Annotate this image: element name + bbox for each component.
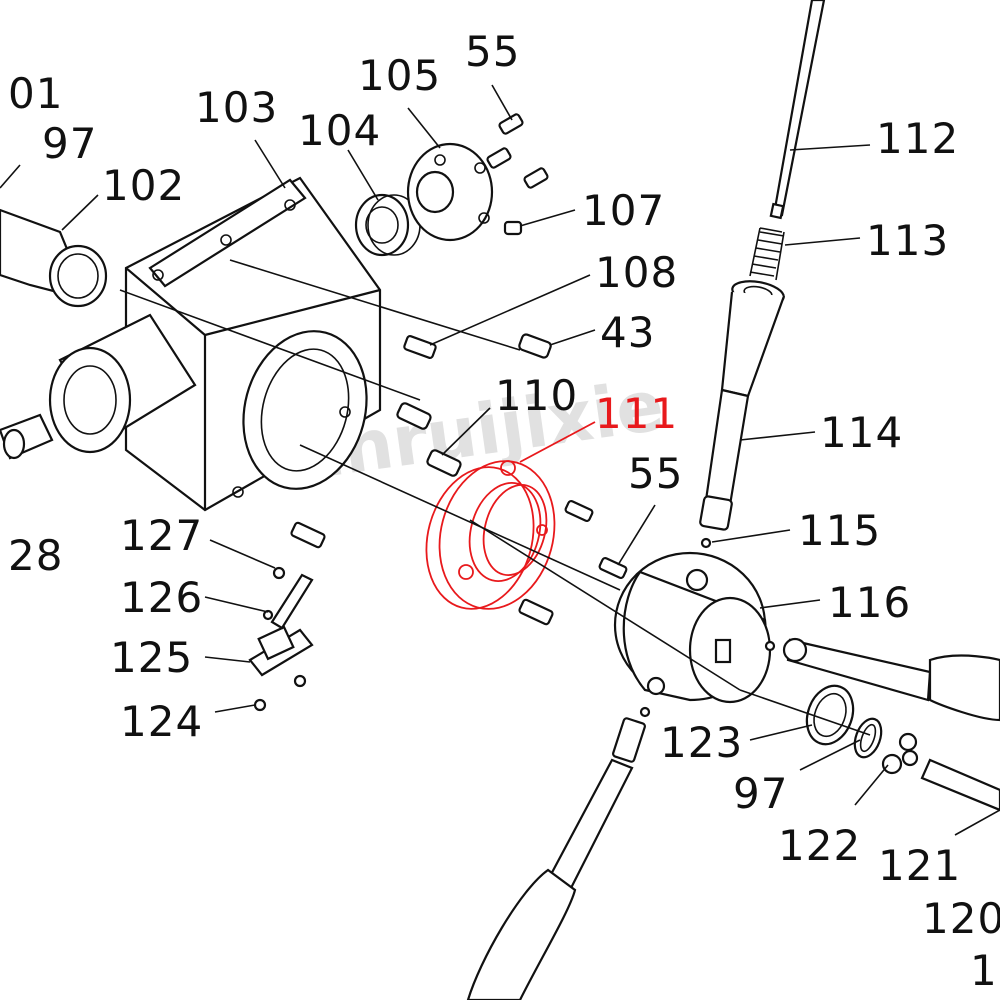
part-labels: 01 97 102 103 104 105 55 107 108 43 110 … <box>8 27 1000 995</box>
label-97-top: 97 <box>42 119 97 168</box>
label-114: 114 <box>820 408 903 457</box>
label-122: 122 <box>778 821 861 870</box>
flange-111-highlighted <box>425 460 556 610</box>
screws-55-top <box>486 113 549 236</box>
handle-shaft-114 <box>699 280 786 531</box>
spring-113 <box>749 227 785 281</box>
retaining-ring-97 <box>853 717 883 759</box>
label-123: 123 <box>660 718 743 767</box>
screws-55-mid <box>290 499 628 626</box>
housing-103 <box>124 176 382 512</box>
label-103: 103 <box>195 83 278 132</box>
lower-handle <box>466 706 651 1000</box>
label-121: 121 <box>878 841 961 890</box>
label-112: 112 <box>876 114 959 163</box>
label-115: 115 <box>798 506 881 555</box>
label-28: 28 <box>8 531 63 580</box>
label-43: 43 <box>600 308 655 357</box>
washer-123 <box>805 684 855 746</box>
label-120: 120 <box>922 894 1000 943</box>
label-104: 104 <box>298 106 381 155</box>
balls-122 <box>881 732 919 775</box>
rod-112 <box>769 0 826 220</box>
label-116: 116 <box>828 578 911 627</box>
label-126: 126 <box>120 573 203 622</box>
ball-115 <box>700 537 712 549</box>
label-124: 124 <box>120 697 203 746</box>
label-55-top: 55 <box>465 27 520 76</box>
pin-108 <box>403 335 437 359</box>
label-102: 102 <box>102 161 185 210</box>
label-125: 125 <box>110 633 193 682</box>
label-127: 127 <box>120 511 203 560</box>
flange-105 <box>406 142 494 242</box>
screw-43 <box>518 333 552 359</box>
bushing-102 <box>0 208 108 308</box>
label-01: 01 <box>8 69 63 118</box>
front-boss <box>48 313 197 454</box>
bracket-assembly-125 <box>248 566 314 712</box>
pin-28 <box>0 413 54 460</box>
leader-lines <box>0 84 1000 836</box>
label-110: 110 <box>495 371 578 420</box>
label-105: 105 <box>358 51 441 100</box>
label-55-mid: 55 <box>628 449 683 498</box>
label-107: 107 <box>582 186 665 235</box>
label-1: 1 <box>970 946 998 995</box>
screws-110 <box>396 402 462 477</box>
label-111: 111 <box>595 389 678 438</box>
label-97-bottom: 97 <box>733 769 788 818</box>
label-113: 113 <box>866 216 949 265</box>
bearing-104 <box>354 193 421 257</box>
rod-121 <box>920 758 1000 812</box>
hub-116 <box>613 551 772 704</box>
right-handle <box>764 637 1000 722</box>
label-108: 108 <box>595 248 678 297</box>
